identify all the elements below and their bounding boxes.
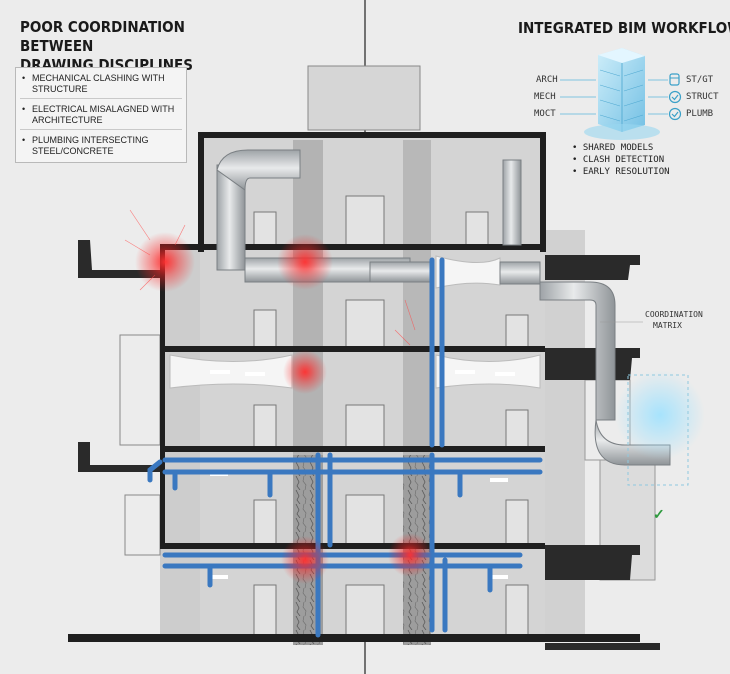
issue-item: • PLUMBING INTERSECTING STEEL/CONCRETE [22,135,149,156]
status-label-stgt: ST/GT [686,75,714,85]
benefit-item: • SHARED MODELS [572,143,654,153]
issues-box: • MECHANICAL CLASHING WITH STRUCTURE • E… [15,67,187,163]
divider [20,98,182,99]
coordination-matrix-label: COORDINATION MATRIX [645,310,703,330]
discipline-label-moct: MOCT [534,109,556,119]
roof-penthouse [307,65,421,131]
status-label-struct: STRUCT [686,92,719,102]
issue-item: • ELECTRICAL MISALAGNED WITH ARCHITECTUR… [22,104,175,125]
check-circle-icon [668,107,682,121]
issue-item: • MECHANICAL CLASHING WITH STRUCTURE [22,73,165,94]
right-title: INTEGRATED BIM WORKFLOW [518,19,730,37]
benefit-item: • EARLY RESOLUTION [572,167,670,177]
status-label-plumb: PLUMB [686,109,714,119]
check-circle-icon [668,90,682,104]
check-mark-icon: ✓ [653,506,665,522]
benefit-item: • CLASH DETECTION [572,155,665,165]
plumbing-pipes [147,257,543,638]
cylinder-icon [669,73,680,86]
divider [20,129,182,130]
discipline-label-arch: ARCH [536,75,558,85]
clash-markers [135,232,432,584]
floor-slabs [68,132,640,642]
left-title-line1: POOR COORDINATION BETWEEN [20,18,185,55]
bim-model-cube [560,48,668,140]
discipline-label-mech: MECH [534,92,556,102]
bim-glow [615,370,705,460]
